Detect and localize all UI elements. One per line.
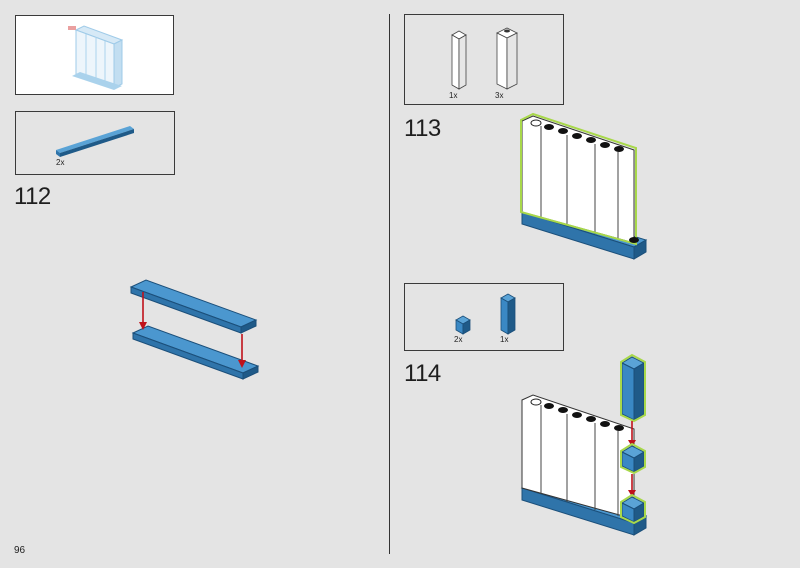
step-113-part-2-qty: 3x: [495, 91, 504, 100]
blue-brick-tall-icon: [500, 293, 516, 335]
step-114-parts-box: 2x 1x: [404, 283, 564, 351]
blue-plate-upper: [129, 279, 258, 334]
submodel-preview-box: [15, 15, 174, 95]
submodel-preview-image: [68, 25, 124, 90]
step-113-number: 113: [404, 115, 441, 142]
blue-brick-1x1-icon: [455, 315, 471, 335]
step-113-parts-box: 1x 3x: [404, 14, 564, 105]
step-112-parts-box: 2x: [15, 111, 175, 175]
page-divider: [389, 14, 390, 554]
white-brick-icon-2: [496, 27, 518, 90]
step-113-part-1-qty: 1x: [449, 91, 458, 100]
blue-plate-lower: [131, 325, 260, 380]
step-114-number: 114: [404, 360, 441, 387]
blue-plate-icon: [56, 126, 134, 157]
step-114-part-1-qty: 2x: [454, 335, 463, 344]
red-arrow-left: [139, 292, 147, 330]
step-114-part-2-qty: 1x: [500, 335, 509, 344]
blue-brick-1x1-middle: [620, 442, 646, 475]
blue-brick-tall: [620, 353, 646, 423]
white-brick-icon-1: [451, 30, 467, 90]
step-112-part-qty: 2x: [56, 158, 65, 167]
page-number: 96: [14, 545, 26, 556]
step-112-number: 112: [14, 183, 51, 210]
red-arrow-right: [238, 334, 246, 368]
blue-brick-1x1-bottom: [620, 493, 646, 525]
